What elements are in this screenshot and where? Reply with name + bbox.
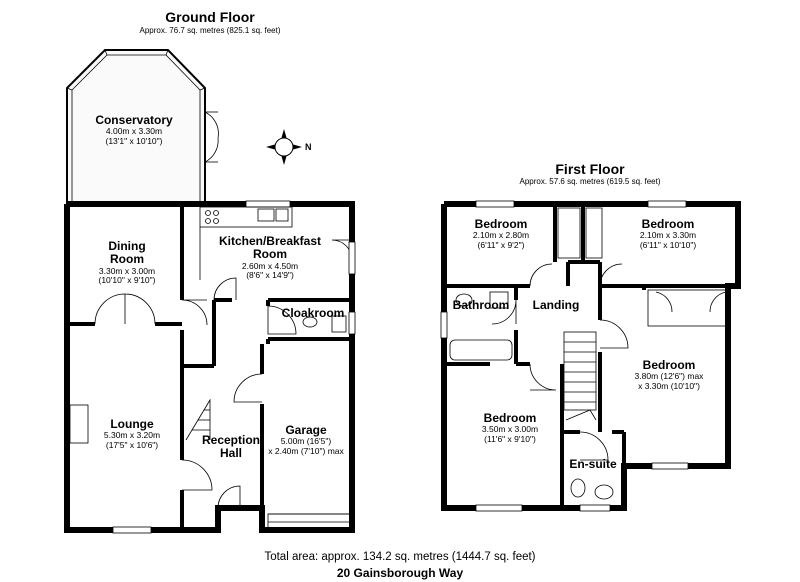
property-address: 20 Gainsborough Way bbox=[336, 566, 464, 580]
room-name: Bedroom bbox=[483, 411, 537, 425]
room-name: Room bbox=[110, 252, 144, 267]
compass-rose bbox=[266, 129, 302, 165]
lounge-fireplace bbox=[69, 404, 89, 444]
room-dim: 2.10m x 2.80m bbox=[472, 230, 530, 241]
cloakroom-label: Cloakroom bbox=[276, 306, 350, 320]
ground-floor-plan bbox=[64, 49, 356, 534]
room-name: Kitchen/Breakfast bbox=[218, 234, 322, 248]
room-name: Cloakroom bbox=[281, 306, 345, 320]
reception-hall-label: Reception Hall bbox=[196, 433, 266, 461]
ground-floor-area: Approx. 76.7 sq. metres (825.1 sq. feet) bbox=[139, 26, 281, 35]
room-dim: (11'6" x 9'10") bbox=[484, 433, 536, 444]
first-interior-walls bbox=[444, 204, 738, 508]
first-stairs bbox=[563, 331, 597, 421]
landing-label: Landing bbox=[524, 298, 588, 312]
kitchen-label: Kitchen/Breakfast Room 2.60m x 4.50m (8'… bbox=[212, 234, 328, 281]
room-dim: x 2.40m (7'10") max bbox=[268, 445, 344, 456]
room-dim: 3.80m (12'6") max bbox=[634, 371, 704, 382]
room-dim: 5.30m x 3.20m bbox=[103, 430, 161, 441]
room-dim: 2.10m x 3.30m bbox=[639, 230, 697, 241]
dining-room-label: Dining Room 3.30m x 3.00m (10'10" x 9'10… bbox=[82, 239, 172, 286]
room-dim: (6'11" x 10'10") bbox=[639, 239, 697, 250]
total-area: Total area: approx. 134.2 sq. metres (14… bbox=[264, 551, 536, 563]
first-floor-title: First Floor bbox=[555, 161, 625, 177]
conservatory-outline bbox=[66, 49, 219, 204]
room-dim: 3.30m x 3.00m bbox=[98, 265, 156, 276]
room-name: Dining bbox=[108, 239, 146, 253]
first-floor-plan bbox=[440, 200, 741, 512]
room-name: Garage bbox=[285, 423, 327, 437]
room-dim: 4.00m x 3.30m bbox=[105, 126, 163, 137]
hall-stairs bbox=[185, 398, 211, 441]
conservatory-label: Conservatory 4.00m x 3.30m (13'1" x 10'1… bbox=[86, 113, 182, 146]
room-dim: (13'1" x 10'10") bbox=[105, 135, 163, 146]
bedroom-a-label: Bedroom 2.10m x 2.80m (6'11" x 9'2") bbox=[456, 217, 546, 250]
bathroom-fixtures bbox=[449, 291, 513, 361]
room-dim: 5.00m (16'5") bbox=[280, 436, 332, 447]
room-dim: (6'11" x 9'2") bbox=[477, 239, 525, 250]
cloakroom-fixtures bbox=[302, 315, 347, 333]
bedroom-c-label: Bedroom 3.80m (12'6") max x 3.30m (10'10… bbox=[614, 358, 724, 391]
room-name: Bathroom bbox=[452, 298, 510, 312]
compass-north-label: N bbox=[305, 142, 312, 152]
bedroom-d-label: Bedroom 3.50m x 3.00m (11'6" x 9'10") bbox=[462, 411, 558, 444]
room-dim: 3.50m x 3.00m bbox=[481, 424, 539, 435]
room-name: En-suite bbox=[569, 457, 617, 471]
room-name: Bedroom bbox=[641, 217, 695, 231]
ensuite-fixtures bbox=[570, 478, 614, 500]
room-dim: (17'5" x 10'6") bbox=[105, 439, 159, 450]
room-name: Lounge bbox=[110, 417, 154, 431]
room-name: Conservatory bbox=[95, 113, 173, 127]
room-name: Landing bbox=[532, 298, 580, 312]
room-name: Room bbox=[253, 247, 287, 262]
lounge-label: Lounge 5.30m x 3.20m (17'5" x 10'6") bbox=[84, 417, 180, 450]
room-name: Bedroom bbox=[642, 358, 696, 372]
wardrobes bbox=[557, 207, 727, 327]
first-windows bbox=[440, 200, 689, 512]
room-dim: (8'6" x 14'9") bbox=[246, 270, 294, 281]
first-doors bbox=[491, 263, 727, 461]
ground-floor-title: Ground Floor bbox=[165, 9, 255, 25]
ground-doors bbox=[94, 239, 353, 509]
room-name: Bedroom bbox=[474, 217, 528, 231]
ensuite-label: En-suite bbox=[564, 457, 622, 471]
room-dim: 2.60m x 4.50m bbox=[241, 260, 299, 271]
first-floor-area: Approx. 57.6 sq. metres (619.5 sq. feet) bbox=[519, 177, 661, 186]
bedroom-b-label: Bedroom 2.10m x 3.30m (6'11" x 10'10") bbox=[620, 217, 716, 250]
conservatory-door bbox=[204, 111, 219, 163]
room-name: Reception bbox=[201, 433, 260, 447]
room-dim: (10'10" x 9'10") bbox=[98, 275, 156, 286]
room-dim: x 3.30m (10'10") bbox=[638, 380, 700, 391]
ground-interior-walls bbox=[67, 204, 352, 530]
garage-label: Garage 5.00m (16'5") x 2.40m (7'10") max bbox=[260, 423, 352, 456]
bathroom-label: Bathroom bbox=[448, 298, 514, 312]
room-name: Hall bbox=[219, 446, 242, 461]
kitchen-fixtures bbox=[199, 206, 293, 280]
